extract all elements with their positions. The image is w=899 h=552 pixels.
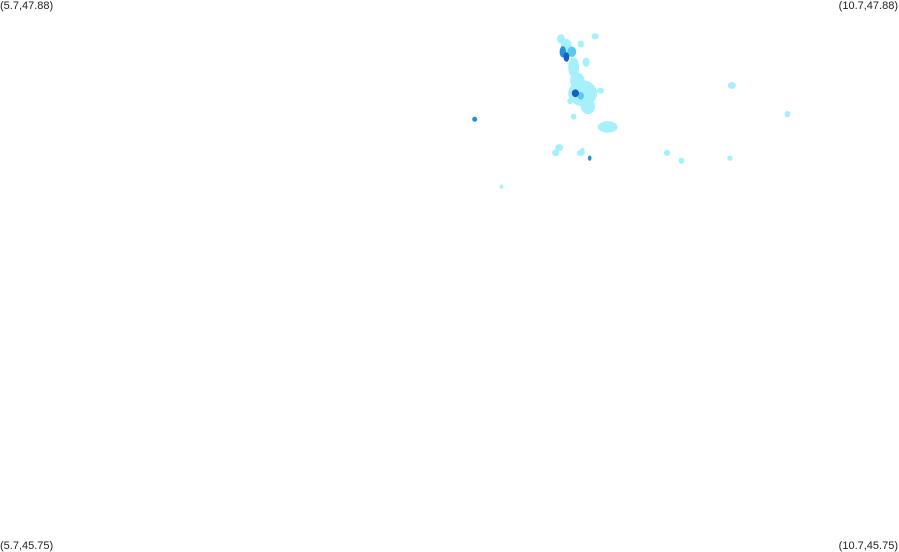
precip-cell-light (577, 40, 584, 48)
corner-label-northeast: (10.7,47.88) (838, 0, 898, 12)
precip-cell-light (591, 33, 599, 40)
corner-label-southeast: (10.7,45.75) (838, 540, 898, 552)
precip-cell-light (552, 149, 560, 157)
precip-cell-light (555, 144, 564, 152)
precip-cell-strong (472, 116, 478, 122)
precip-cell-medium (567, 46, 577, 57)
precip-cell-light (727, 155, 733, 161)
precip-cell-light (784, 110, 791, 118)
precip-cell-light (499, 184, 504, 189)
precip-cell-light (678, 157, 685, 164)
precip-cell-light (580, 98, 596, 115)
corner-label-northwest: (5.7,47.88) (0, 0, 54, 12)
precip-cell-dark (571, 89, 580, 98)
precip-cell-medium (577, 92, 584, 100)
precip-cell-light (597, 121, 618, 133)
precip-cell-light (580, 147, 585, 153)
precip-cell-light (582, 57, 590, 67)
precipitation-cells (472, 33, 791, 189)
precip-cell-light (567, 98, 573, 105)
precip-cell-light (570, 113, 577, 120)
precip-cell-light (596, 87, 605, 94)
precip-cell-dark (563, 52, 570, 62)
precip-cell-strong (587, 155, 592, 161)
corner-label-southwest: (5.7,45.75) (0, 540, 54, 552)
precip-cell-light (663, 149, 671, 156)
precip-cell-light (727, 82, 736, 89)
